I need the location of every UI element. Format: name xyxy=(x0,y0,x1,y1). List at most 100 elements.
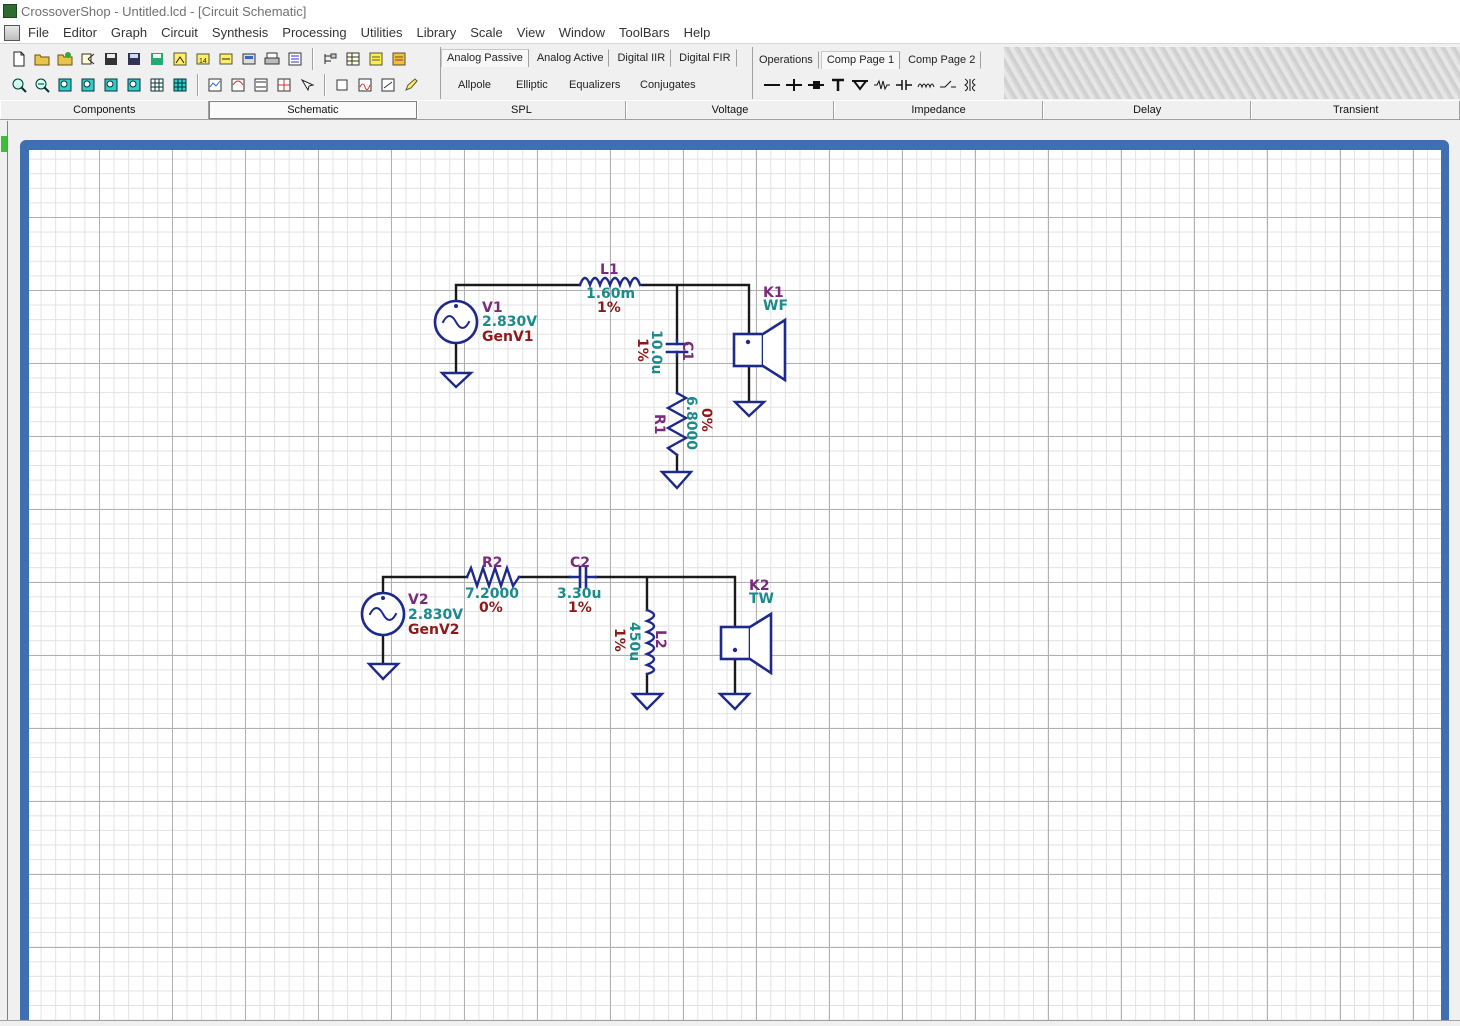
new-file-icon[interactable] xyxy=(8,48,30,70)
tab-impedance[interactable]: Impedance xyxy=(834,101,1043,119)
export-icon[interactable] xyxy=(169,48,191,70)
switch-icon[interactable] xyxy=(937,75,959,95)
library-icon[interactable]: 14 xyxy=(192,48,214,70)
note-yellow-icon[interactable] xyxy=(365,48,387,70)
grid-large-icon[interactable] xyxy=(169,74,191,96)
equalizers-button[interactable]: Equalizers xyxy=(569,79,621,91)
capacitor-c1[interactable] xyxy=(665,338,689,358)
status-bar xyxy=(0,1020,1460,1026)
menu-circuit[interactable]: Circuit xyxy=(161,25,198,40)
menu-editor[interactable]: Editor xyxy=(62,25,97,40)
open-project-icon[interactable] xyxy=(54,48,76,70)
allpole-button[interactable]: Allpole xyxy=(458,79,492,91)
ground-k2[interactable] xyxy=(717,692,752,711)
tab-voltage[interactable]: Voltage xyxy=(625,101,835,119)
tab-comp-page-2[interactable]: Comp Page 2 xyxy=(902,51,982,69)
toolbar-row-1: 14 xyxy=(8,46,411,72)
plot-icon[interactable] xyxy=(204,74,226,96)
chart-icon[interactable] xyxy=(354,74,376,96)
tab-digital-fir[interactable]: Digital FIR xyxy=(673,49,737,67)
text-icon[interactable] xyxy=(827,75,849,95)
component-tab-row: Operations Comp Page 1 Comp Page 2 xyxy=(753,51,983,69)
menu-toolbars[interactable]: ToolBars xyxy=(618,25,670,40)
elliptic-button[interactable]: Elliptic xyxy=(516,79,548,91)
source-v2[interactable] xyxy=(360,591,406,637)
tab-comp-page-1[interactable]: Comp Page 1 xyxy=(820,51,901,69)
resistor-r2[interactable] xyxy=(465,564,521,590)
inductor-l2[interactable] xyxy=(643,608,656,676)
tab-schematic[interactable]: Schematic xyxy=(208,101,418,119)
menu-processing[interactable]: Processing xyxy=(282,25,347,40)
tab-delay[interactable]: Delay xyxy=(1042,101,1252,119)
menu-file[interactable]: File xyxy=(28,25,49,40)
capacitor-c2[interactable] xyxy=(568,565,598,589)
menu-help[interactable]: Help xyxy=(683,25,711,40)
save-as-icon[interactable] xyxy=(123,48,145,70)
capacitor-icon[interactable] xyxy=(893,75,915,95)
inductor-l1[interactable] xyxy=(578,276,642,289)
menu-library[interactable]: Library xyxy=(416,25,457,40)
ground-v1[interactable] xyxy=(439,371,475,389)
table-icon[interactable] xyxy=(342,48,364,70)
svg-text:14: 14 xyxy=(199,58,207,65)
left-splitter[interactable] xyxy=(0,121,8,1021)
edit-icon[interactable] xyxy=(400,74,422,96)
driver-k2[interactable] xyxy=(719,611,773,676)
driver-k1[interactable] xyxy=(732,317,787,383)
menu-scale[interactable]: Scale xyxy=(470,25,503,40)
ground-r1[interactable] xyxy=(659,470,694,490)
zoom-out-icon[interactable] xyxy=(31,74,53,96)
grid-plot-icon[interactable] xyxy=(273,74,295,96)
tab-digital-iir[interactable]: Digital IIR xyxy=(611,49,672,67)
grid-small-icon[interactable] xyxy=(146,74,168,96)
overlay-icon[interactable] xyxy=(227,74,249,96)
tab-analog-passive[interactable]: Analog Passive xyxy=(441,49,529,67)
note-orange-icon[interactable] xyxy=(388,48,410,70)
tab-analog-active[interactable]: Analog Active xyxy=(531,49,610,67)
transformer-icon[interactable] xyxy=(959,75,981,95)
window-title: CrossoverShop - Untitled.lcd - [Circuit … xyxy=(21,3,307,19)
menu-graph[interactable]: Graph xyxy=(110,25,148,40)
rectangle-icon[interactable] xyxy=(331,74,353,96)
source-v1[interactable] xyxy=(433,299,479,345)
zoom-window-icon[interactable] xyxy=(123,74,145,96)
tab-transient[interactable]: Transient xyxy=(1251,101,1460,119)
tab-components[interactable]: Components xyxy=(0,101,209,119)
print-icon[interactable] xyxy=(261,48,283,70)
zoom-in-icon[interactable] xyxy=(8,74,30,96)
node-icon[interactable] xyxy=(805,75,827,95)
zoom-height-icon[interactable] xyxy=(100,74,122,96)
conjugates-button[interactable]: Conjugates xyxy=(640,79,696,91)
synthesis-tab-group: Analog Passive Analog Active Digital IIR… xyxy=(440,47,737,99)
menu-window[interactable]: Window xyxy=(558,25,605,40)
ground-k1[interactable] xyxy=(732,400,768,418)
menu-synthesis[interactable]: Synthesis xyxy=(211,25,269,40)
wire-icon[interactable] xyxy=(761,75,783,95)
tab-spl[interactable]: SPL xyxy=(417,101,626,119)
import-icon[interactable] xyxy=(77,48,99,70)
save-icon[interactable] xyxy=(100,48,122,70)
menu-utilities[interactable]: Utilities xyxy=(360,25,403,40)
ground-icon[interactable] xyxy=(849,75,871,95)
inductor-icon[interactable] xyxy=(915,75,937,95)
zoom-width-icon[interactable] xyxy=(77,74,99,96)
notes-icon[interactable] xyxy=(284,48,306,70)
zoom-fit-icon[interactable] xyxy=(54,74,76,96)
ground-l2[interactable] xyxy=(630,692,665,711)
open-folder-icon[interactable] xyxy=(31,48,53,70)
junction-icon[interactable] xyxy=(783,75,805,95)
menu-view[interactable]: View xyxy=(516,25,545,40)
resistor-r1[interactable] xyxy=(665,391,689,457)
save-all-icon[interactable] xyxy=(146,48,168,70)
cursor-icon[interactable] xyxy=(296,74,318,96)
ground-v2[interactable] xyxy=(366,662,401,681)
measure-icon[interactable] xyxy=(238,48,260,70)
document-icon[interactable] xyxy=(4,24,20,41)
tab-operations[interactable]: Operations xyxy=(753,51,819,69)
phase-icon[interactable] xyxy=(250,74,272,96)
tree-icon[interactable] xyxy=(319,48,341,70)
resistor-icon[interactable] xyxy=(871,75,893,95)
schematic-canvas[interactable] xyxy=(29,150,1441,1026)
component-icon[interactable] xyxy=(215,48,237,70)
scatter-icon[interactable] xyxy=(377,74,399,96)
